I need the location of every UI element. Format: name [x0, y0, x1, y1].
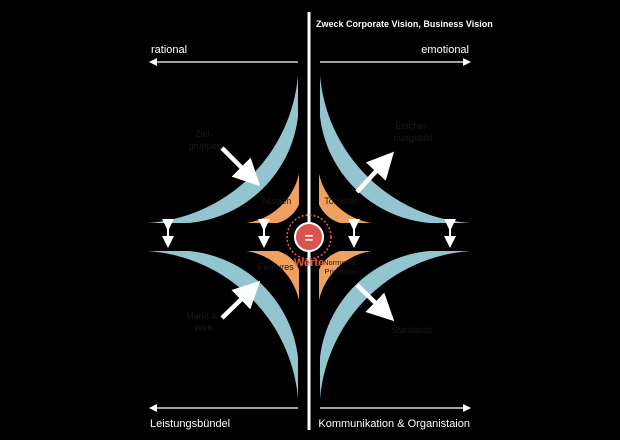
values-circle — [294, 222, 324, 252]
arrow-normen-to-standards — [355, 283, 395, 322]
axis-label-kommunikation: Kommunikation & Organistaion — [318, 418, 470, 430]
label-standards: Standards — [391, 325, 433, 335]
label-markt-welt: Markt & Welt — [186, 311, 220, 333]
label-tonalitaet: Tonalität — [324, 196, 358, 206]
arrow-markt-to-features — [220, 280, 261, 320]
label-nutzen: Nutzen — [263, 196, 292, 206]
page-title: Zweck Corporate Vision, Business Vision — [316, 19, 493, 29]
diagonal-arrows — [220, 146, 395, 322]
equals-symbol: = — [305, 230, 314, 247]
values-label: Werte — [294, 257, 324, 269]
vertical-double-arrows — [162, 219, 456, 248]
inner-quadrant-top-left — [246, 173, 299, 223]
outer-quadrant-bottom-left — [147, 251, 298, 399]
inner-quadrant-bottom-left — [246, 251, 299, 301]
label-features: Features — [258, 262, 294, 272]
inner-ring — [246, 173, 372, 301]
inner-quadrant-bottom-right — [319, 251, 372, 301]
values-dashed-ring — [286, 214, 332, 260]
inner-quadrant-top-right — [319, 173, 372, 223]
outer-quadrant-top-left — [147, 75, 298, 224]
arrow-tonalitaet-to-erscheinungsbild — [355, 151, 395, 194]
arrow-zielgruppen-to-nutzen — [220, 146, 261, 187]
label-erscheinungsbild: Erschei- nungsbild — [394, 121, 433, 143]
center-values: = Werte — [286, 214, 332, 269]
label-normen-prinzipien: Normen & Prinzipien — [323, 258, 359, 276]
axis-label-emotional: emotional — [421, 44, 469, 56]
axis-label-rational: rational — [151, 44, 187, 56]
outer-quadrant-top-right — [320, 75, 471, 224]
label-zielgruppen: Ziel- gruppen — [188, 129, 221, 151]
axis-label-leistungsbuendel: Leistungsbündel — [150, 418, 230, 430]
